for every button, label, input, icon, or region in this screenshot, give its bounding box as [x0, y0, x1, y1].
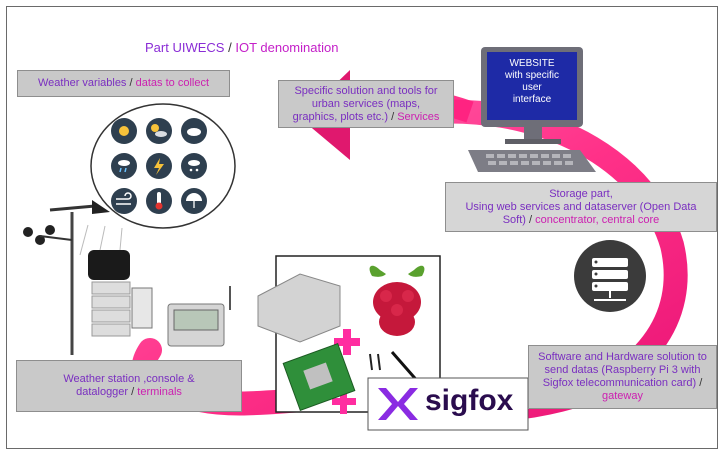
storage-separator: / — [529, 213, 533, 226]
services-line-1: Specific solution and tools for — [294, 84, 438, 97]
services-box: Specific solution and tools for urban se… — [278, 80, 454, 128]
snow-icon — [181, 153, 207, 179]
storage-line-3: Soft) — [502, 213, 526, 226]
title-separator: / — [228, 40, 232, 55]
terminals-label: terminals — [137, 386, 182, 398]
storage-concentrator: concentrator, — [535, 213, 599, 226]
website-line-4: interface — [512, 94, 552, 105]
services-line-3: graphics, plots etc.) — [292, 110, 388, 123]
title-part: Part UIWECS — [145, 40, 225, 55]
gateway-label: gateway — [602, 390, 643, 402]
storage-central-core: central core — [601, 213, 660, 226]
website-line-1: WEBSITE — [509, 58, 555, 69]
weather-icons-circle — [90, 103, 236, 229]
terminals-separator: / — [131, 386, 135, 398]
diagram-frame — [6, 6, 718, 449]
computer-monitor-icon — [468, 47, 596, 172]
cloud-sun-icon — [146, 118, 172, 144]
gateway-box: Software and Hardware solution to send d… — [528, 345, 717, 409]
sun-icon — [111, 118, 137, 144]
storage-line-2: Using web services and dataserver (Open … — [465, 200, 697, 213]
storm-icon — [146, 153, 172, 179]
services-line-2: urban services (maps, — [311, 97, 421, 110]
title-iot: IOT denomination — [235, 40, 339, 55]
umbrella-icon — [181, 188, 207, 214]
sigfox-wordmark: sigfox — [425, 384, 514, 417]
gateway-line-3: Sigfox telecommunication card) — [542, 377, 697, 389]
wind-icon — [111, 188, 137, 214]
weather-variables-box: Weather variables / datas to collect — [17, 70, 230, 97]
cloud-icon — [181, 118, 207, 144]
console-image — [167, 286, 231, 347]
raspberry-pi-logo — [369, 265, 425, 336]
gateway-separator: / — [699, 377, 703, 389]
gateway-line-2: send datas (Raspberry Pi 3 with — [544, 364, 701, 376]
weather-variables-label: Weather variables — [37, 77, 127, 89]
weather-station-image — [23, 200, 153, 355]
weather-variables-separator: / — [129, 77, 133, 89]
website-line-3: user — [522, 82, 542, 93]
services-label: Services — [397, 110, 440, 123]
weather-variables-sublabel: datas to collect — [135, 77, 209, 89]
website-line-2: with specific — [505, 70, 559, 81]
terminals-box: Weather station ,console & datalogger / … — [16, 360, 242, 412]
hardware-panel — [257, 255, 441, 414]
diagram-title: Part UIWECS / IOT denomination — [145, 40, 338, 55]
sigfox-logo — [367, 377, 529, 431]
storage-line-1: Storage part, — [549, 187, 613, 200]
terminals-line-1: Weather station ,console & — [63, 373, 195, 385]
terminals-line-2: datalogger — [76, 386, 129, 398]
gateway-line-1: Software and Hardware solution to — [538, 351, 707, 363]
server-icon — [574, 240, 646, 312]
rain-icon — [111, 153, 137, 179]
services-separator: / — [391, 110, 395, 123]
storage-box: Storage part, Using web services and dat… — [445, 182, 717, 232]
thermometer-icon — [146, 188, 172, 214]
website-screen-text: WEBSITE with specific user interface — [487, 58, 577, 106]
